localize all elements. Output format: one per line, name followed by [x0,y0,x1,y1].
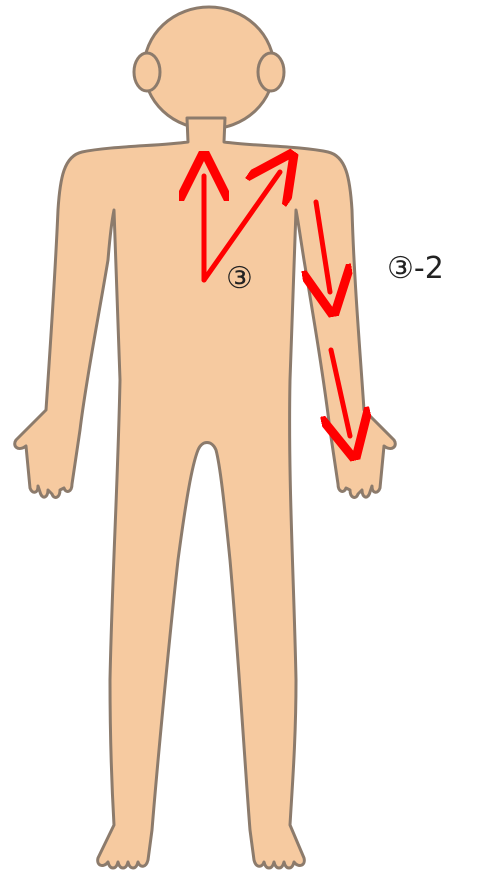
right-ear [258,53,284,91]
head [144,7,274,129]
label-step-main: ③ [226,261,253,296]
label-step-sub: ③-2 [387,251,444,286]
body-silhouette [15,7,396,868]
left-ear [134,53,160,91]
